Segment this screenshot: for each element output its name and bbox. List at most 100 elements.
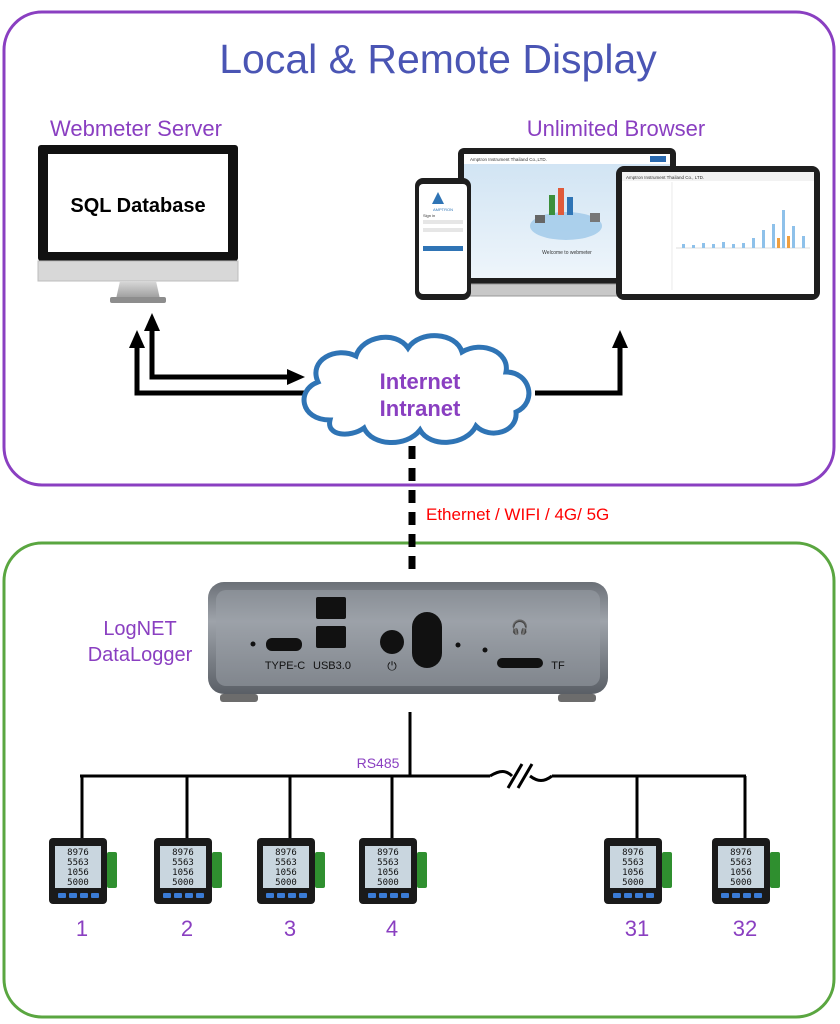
- meter-screen: [610, 846, 656, 888]
- meter-button: [721, 893, 729, 898]
- meter-terminal: [417, 852, 427, 888]
- meter-button: [163, 893, 171, 898]
- meter-terminal: [315, 852, 325, 888]
- meter-terminal: [662, 852, 672, 888]
- server-monitor: [37, 145, 239, 303]
- cloud-intranet-label: Intranet: [380, 396, 461, 421]
- meter-reading: 5000: [67, 878, 89, 888]
- usb-port-top-icon: [316, 597, 346, 619]
- meter-button: [185, 893, 193, 898]
- meter-reading: 1056: [730, 868, 752, 878]
- meter-reading: 1056: [67, 868, 89, 878]
- meter-button: [646, 893, 654, 898]
- phone-signin-text: Sign in: [423, 213, 435, 218]
- laptop-header-text: Amptron Instrument Thailand Co.,LTD.: [470, 157, 547, 162]
- meter-reading: 5000: [275, 878, 297, 888]
- meter-button: [368, 893, 376, 898]
- typec-port-label: TYPE-C: [265, 660, 305, 672]
- browser-label: Unlimited Browser: [527, 116, 706, 141]
- meters-group: 8976556310565000189765563105650002897655…: [49, 838, 780, 941]
- meter-reading: 5563: [377, 858, 399, 868]
- arrow-right-to-cloud: [287, 369, 305, 385]
- meter-button: [91, 893, 99, 898]
- phone-device: [415, 178, 471, 300]
- datalogger-device: [208, 582, 608, 702]
- bottom-section-frame: [2, 541, 836, 1019]
- meter-number-label: 3: [284, 916, 296, 941]
- meter-button: [299, 893, 307, 898]
- meter-reading: 5000: [622, 878, 644, 888]
- meter-button: [69, 893, 77, 898]
- meter-reading: 1056: [622, 868, 644, 878]
- cloud-browser-connector: [535, 345, 623, 396]
- usb-port-bottom-icon: [316, 626, 346, 648]
- meter-reading: 5000: [730, 878, 752, 888]
- meter-screen: [365, 846, 411, 888]
- usb-port-label: USB3.0: [313, 660, 351, 672]
- connection-type-label: Ethernet / WIFI / 4G/ 5G: [426, 505, 609, 524]
- meter-reading: 1056: [275, 868, 297, 878]
- power-button-icon: [380, 630, 404, 654]
- meter-button: [390, 893, 398, 898]
- meter-screen: [160, 846, 206, 888]
- meter-reading: 5563: [67, 858, 89, 868]
- meter-number-label: 1: [76, 916, 88, 941]
- meter-terminal: [107, 852, 117, 888]
- meter-button: [732, 893, 740, 898]
- meter-button: [277, 893, 285, 898]
- meter-reading: 1056: [377, 868, 399, 878]
- phone-app-name: AMPTRON: [433, 207, 453, 212]
- top-section-frame: [2, 10, 836, 487]
- arrow-up-browser: [612, 330, 628, 348]
- meter-button: [288, 893, 296, 898]
- meter-button: [624, 893, 632, 898]
- meter-reading: 1056: [172, 868, 194, 878]
- meter-number-label: 4: [386, 916, 398, 941]
- server-cloud-connector: [134, 328, 305, 396]
- sql-database-label: SQL Database: [70, 195, 205, 217]
- arrow-up-server-inner: [144, 313, 160, 331]
- meter-reading: 8976: [377, 848, 399, 858]
- headphone-icon: 🎧: [511, 619, 528, 636]
- meter-reading: 8976: [622, 848, 644, 858]
- diagram-title: Local & Remote Display: [219, 36, 657, 82]
- meter-terminal: [212, 852, 222, 888]
- meter-reading: 8976: [730, 848, 752, 858]
- meter-reading: 8976: [67, 848, 89, 858]
- meter-reading: 8976: [275, 848, 297, 858]
- typec-port-icon: [266, 638, 302, 651]
- logger-label-line2: DataLogger: [88, 644, 193, 666]
- arrow-up-server-outer: [129, 330, 145, 348]
- meter-button: [613, 893, 621, 898]
- tablet-header-text: Amptron Instrument Thailand Co., LTD.: [626, 175, 704, 180]
- meter-number-label: 32: [733, 916, 757, 941]
- rs485-label: RS485: [357, 755, 400, 771]
- meter-button: [80, 893, 88, 898]
- antenna-port-icon: [412, 612, 442, 668]
- meter-number-label: 2: [181, 916, 193, 941]
- meter-terminal: [770, 852, 780, 888]
- cloud-internet-label: Internet: [380, 369, 461, 394]
- meter-reading: 5000: [377, 878, 399, 888]
- meter-reading: 8976: [172, 848, 194, 858]
- meter-button: [743, 893, 751, 898]
- tablet-chart-bars: [682, 210, 805, 248]
- meter-screen: [263, 846, 309, 888]
- logger-label-line1: LogNET: [103, 618, 176, 640]
- meter-reading: 5563: [275, 858, 297, 868]
- meter-button: [196, 893, 204, 898]
- meter-button: [58, 893, 66, 898]
- meter-number-label: 31: [625, 916, 649, 941]
- rs485-bus: [80, 712, 747, 842]
- power-symbol-icon: ⏻: [387, 659, 397, 673]
- cloud-shape: [301, 333, 532, 445]
- meter-reading: 5000: [172, 878, 194, 888]
- meter-button: [174, 893, 182, 898]
- meter-button: [635, 893, 643, 898]
